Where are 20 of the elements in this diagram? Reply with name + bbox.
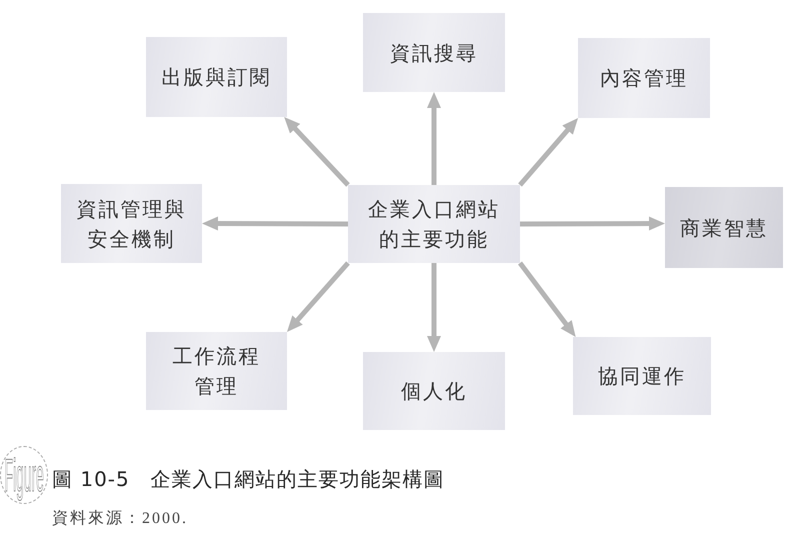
figure-badge: Figure	[0, 446, 48, 504]
arrow	[427, 263, 441, 352]
hub-box: 企業入口網站的主要功能	[348, 185, 520, 263]
source-note: 資料來源：2000.	[52, 508, 188, 529]
arrow	[286, 261, 350, 332]
arrow	[202, 216, 348, 231]
arrow	[427, 92, 441, 185]
arrow	[284, 117, 350, 187]
arrow	[518, 262, 576, 337]
function-box: 內容管理	[578, 38, 710, 118]
arrow	[520, 216, 665, 231]
function-box: 資訊搜尋	[363, 13, 505, 92]
figure-caption: 圖 10-5 企業入口網站的主要功能架構圖	[52, 466, 445, 493]
function-box: 出版與訂閱	[146, 37, 287, 117]
function-box: 資訊管理與安全機制	[61, 184, 202, 263]
function-box: 商業智慧	[665, 187, 783, 268]
function-box: 工作流程管理	[146, 332, 287, 410]
arrow	[518, 118, 578, 187]
function-box: 協同運作	[573, 337, 711, 415]
function-box: 個人化	[363, 352, 505, 430]
